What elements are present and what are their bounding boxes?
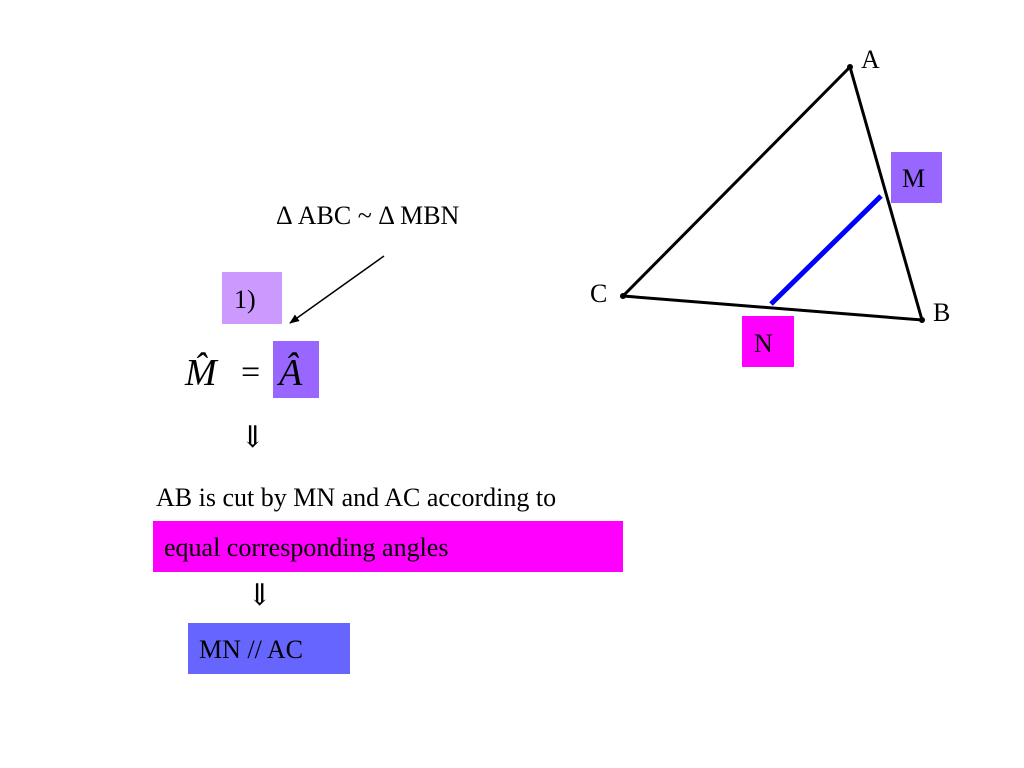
point-m-box: M: [891, 152, 942, 203]
conclusion-box: MN // AC: [188, 623, 350, 674]
pointer-arrow: [289, 255, 385, 324]
implies-arrow-1: ⇓: [240, 421, 266, 454]
vertex-label-c: C: [590, 279, 608, 308]
conclusion: MN // AC: [199, 635, 304, 664]
reason-highlight-box: equal corresponding angles: [153, 521, 623, 572]
angle-m: M̂: [185, 352, 217, 394]
vertex-a-dot: [847, 64, 853, 70]
implies-arrow-2: ⇓: [247, 579, 273, 612]
step-label: 1): [234, 285, 256, 314]
triangle-abc: [619, 64, 925, 322]
point-label-n: N: [754, 329, 773, 358]
vertex-label-b: B: [933, 298, 951, 327]
angle-a-box: [273, 341, 319, 398]
vertex-c-dot: [620, 293, 626, 299]
reason-highlight: equal corresponding angles: [164, 533, 449, 562]
vertex-label-a: A: [861, 45, 880, 74]
similarity-statement: Δ ABC ~ Δ MBN: [276, 201, 460, 230]
angle-equation: M̂ = Â: [180, 340, 320, 400]
equals-sign: =: [241, 354, 261, 391]
reason-line: AB is cut by MN and AC according to: [156, 483, 557, 512]
segment-mn: [769, 194, 883, 306]
vertex-b-dot: [919, 317, 925, 323]
step-label-box: 1): [222, 272, 282, 324]
angle-a: Â: [279, 352, 303, 394]
point-label-m: M: [902, 164, 926, 193]
point-n-box: N: [742, 316, 794, 367]
